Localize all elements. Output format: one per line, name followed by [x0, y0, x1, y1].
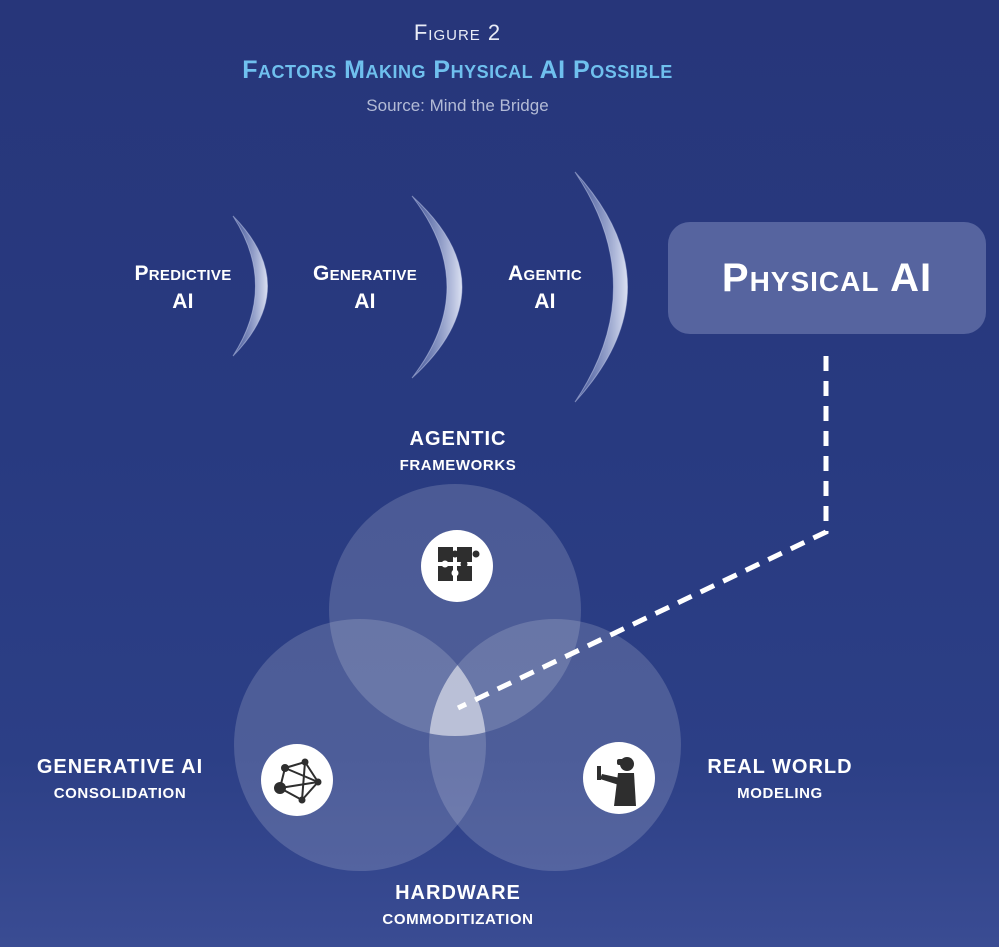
stage-line2: AI: [354, 290, 376, 313]
crescent-separator-2: [411, 195, 463, 379]
stage-line1: Generative: [312, 262, 418, 285]
figure-label: Figure 2: [413, 20, 502, 45]
figure-title: Factors Making Physical AI Possible: [242, 56, 673, 84]
factor-subtitle: COMMODITIZATION: [382, 911, 534, 928]
factor-subtitle: MODELING: [737, 785, 823, 802]
puzzle-icon: [421, 530, 493, 602]
factor-subtitle: FRAMEWORKS: [399, 457, 517, 474]
factor-subtitle: CONSOLIDATION: [53, 785, 187, 802]
factor-title: HARDWARE: [395, 882, 521, 904]
factor-hardware-commoditization: HARDWARE COMMODITIZATION: [338, 882, 578, 928]
stage-generative-ai: Generative AI: [290, 260, 440, 316]
crescent-separator-1: [232, 215, 268, 357]
stage-line1: Agentic: [508, 262, 582, 285]
factor-title: AGENTIC: [409, 428, 507, 450]
crescent-separator-3: [574, 171, 628, 403]
stage-line1: Predictive: [134, 262, 232, 285]
factor-agentic-frameworks: AGENTIC FRAMEWORKS: [338, 428, 578, 474]
factor-generative-ai-consolidation: GENERATIVE AI CONSOLIDATION: [10, 756, 230, 802]
network-graph-icon: [261, 744, 333, 816]
physical-ai-label: Physical AI: [721, 255, 933, 300]
physical-ai-box: Physical AI: [668, 222, 986, 334]
factor-real-world-modeling: REAL WORLD MODELING: [680, 756, 880, 802]
vr-person-icon: [583, 742, 655, 814]
stage-predictive-ai: Predictive AI: [108, 260, 258, 316]
venn-circle-agentic: [329, 484, 581, 736]
factor-title: REAL WORLD: [707, 756, 853, 778]
figure-source: Source: Mind the Bridge: [366, 96, 549, 115]
stage-line2: AI: [534, 290, 556, 313]
stage-line2: AI: [172, 290, 194, 313]
dashed-connector: [456, 356, 829, 711]
factor-title: GENERATIVE AI: [36, 756, 204, 778]
venn-circle-realworld: [429, 619, 681, 871]
stage-agentic-ai: Agentic AI: [470, 260, 620, 316]
